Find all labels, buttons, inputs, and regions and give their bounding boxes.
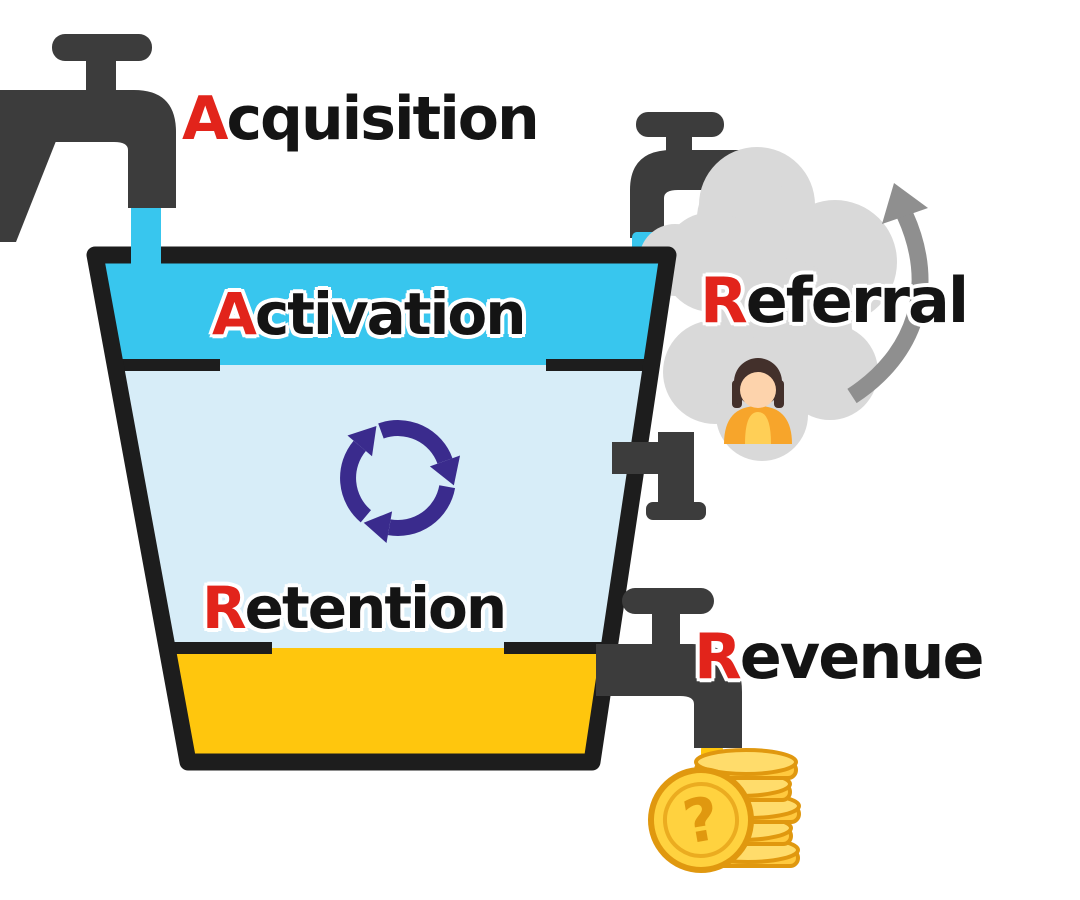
- acquisition-label: Acquisition: [182, 84, 540, 154]
- activation-water-layer: [95, 255, 668, 365]
- person-icon: [724, 358, 792, 444]
- retention-water-layer: [115, 365, 651, 648]
- revenue-faucet-icon: [596, 588, 742, 748]
- coin-stack-icon: ?: [648, 748, 801, 873]
- curved-arrow-icon: [847, 183, 929, 404]
- activation-rest: ctivation: [254, 280, 527, 348]
- revenue-rest: evenue: [739, 620, 985, 693]
- activation-initial: A: [212, 280, 257, 348]
- pipe-elbow-icon: [612, 432, 706, 520]
- acquisition-water-stream: [131, 198, 161, 274]
- referral-rest: eferral: [745, 264, 969, 337]
- recycle-arrows-icon: [317, 403, 471, 543]
- water-level-mark: [120, 359, 220, 371]
- acquisition-initial: A: [182, 84, 228, 154]
- revenue-water-layer: [167, 648, 609, 762]
- funnel-bucket: [86, 246, 677, 771]
- water-level-mark: [504, 642, 604, 654]
- water-level-mark: [172, 642, 272, 654]
- revenue-label: Revenue: [694, 620, 985, 693]
- revenue-initial: R: [694, 620, 742, 693]
- referral-label: Referral: [700, 264, 969, 337]
- water-level-mark: [546, 359, 646, 371]
- bucket-outline: [86, 246, 677, 771]
- retention-initial: R: [202, 574, 247, 642]
- acquisition-faucet-icon: [0, 34, 176, 242]
- referral-initial: R: [700, 264, 748, 337]
- retention-rest: etention: [244, 574, 507, 642]
- activation-label: Activation: [212, 280, 527, 348]
- retention-label: Retention: [202, 574, 507, 642]
- question-coin-icon: ?: [648, 767, 754, 873]
- acquisition-rest: cquisition: [226, 84, 539, 154]
